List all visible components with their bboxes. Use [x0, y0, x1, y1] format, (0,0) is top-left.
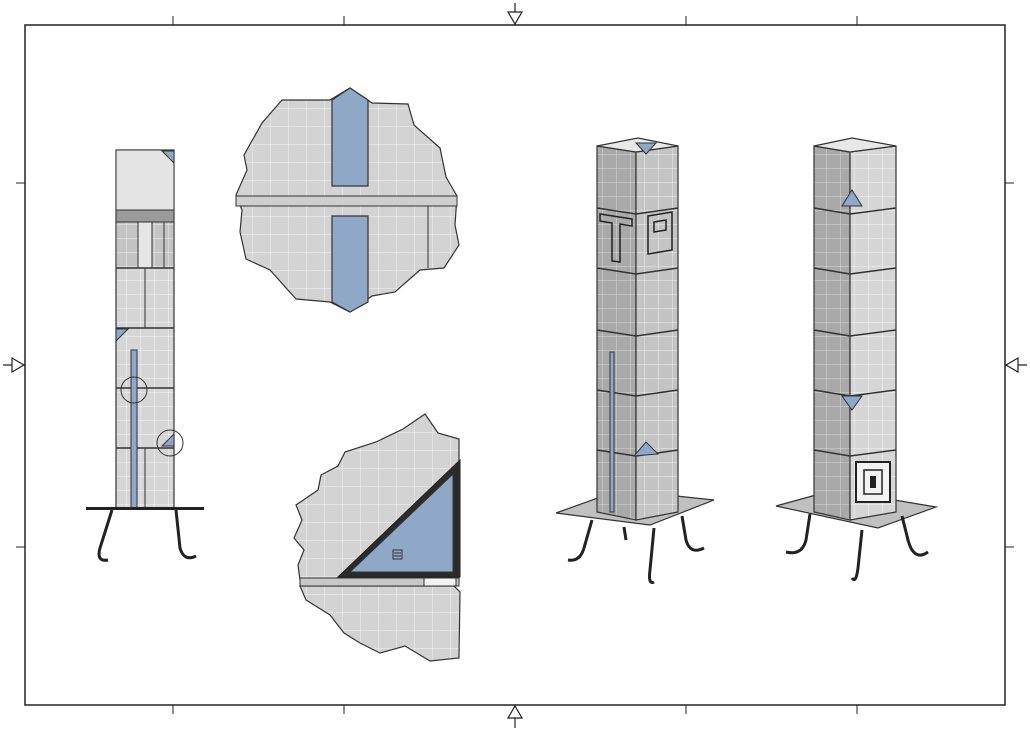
- centering-mark-right: [1004, 356, 1027, 374]
- centering-mark-bottom: [506, 704, 524, 728]
- section-corner-detail-view: [293, 413, 461, 662]
- centering-mark-top: [506, 3, 524, 26]
- isometric-left-view: [555, 137, 715, 584]
- section-top-view: [235, 87, 460, 313]
- isometric-right-view: [775, 137, 939, 582]
- centering-mark-left: [3, 356, 26, 374]
- front-elevation-view: [86, 149, 204, 562]
